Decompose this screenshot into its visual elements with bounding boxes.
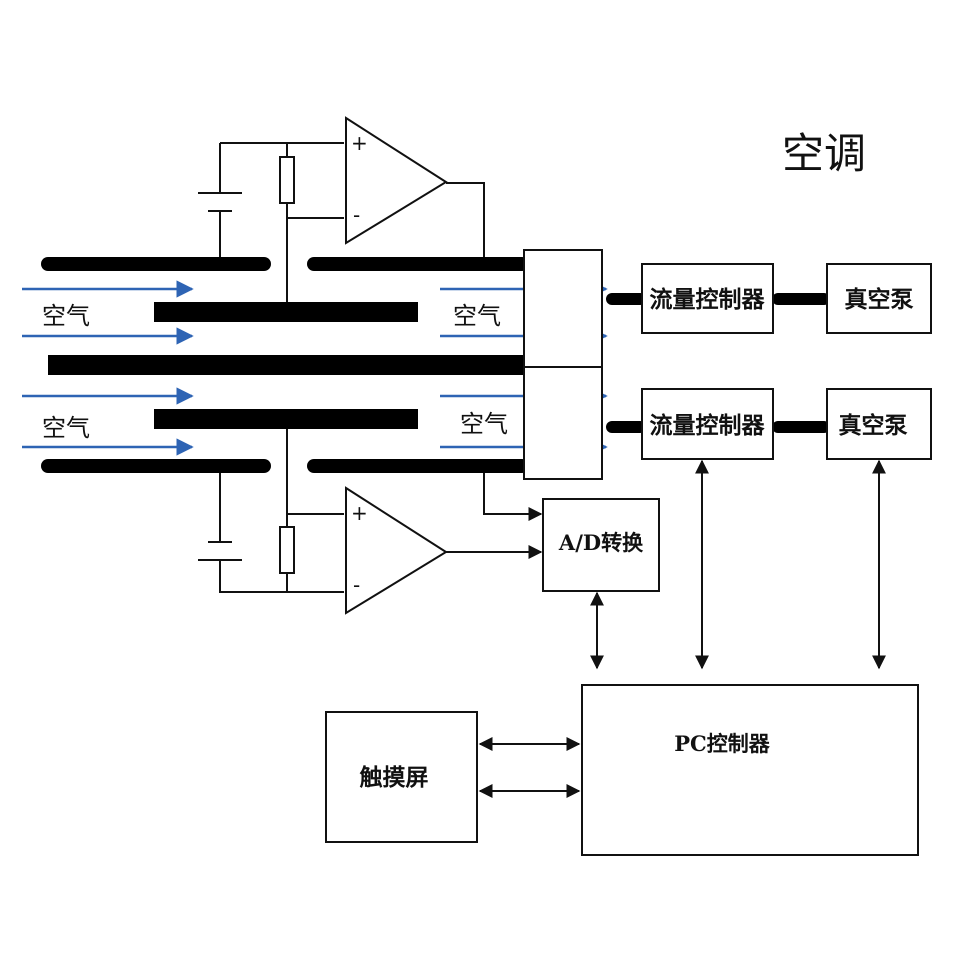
touch-screen: 触摸屏 (325, 711, 478, 843)
lower-amplifier-circuit: + - (198, 428, 543, 615)
lower-opamp-minus: - (353, 573, 360, 597)
upper-opamp-plus: + (351, 131, 368, 155)
upper-opamp (345, 116, 448, 245)
touch-screen-label: 触摸屏 (360, 764, 429, 791)
air-label-lower-right: 空气 (460, 410, 508, 438)
ad-converter: A/D转换 (542, 498, 660, 592)
pc-controller-label: PC控制器 (674, 731, 771, 756)
ion-chamber (41, 257, 529, 473)
lower-opamp-plus: + (351, 501, 368, 525)
lower-collector-plate (154, 409, 418, 429)
vacuum-pump-upper: 真空泵 (826, 263, 932, 334)
air-label-upper-left: 空气 (42, 302, 90, 330)
flow-controller-lower: 流量控制器 (641, 388, 774, 460)
title-label: 空调 (782, 129, 866, 178)
air-label-upper-right: 空气 (453, 302, 501, 330)
upper-resistor (279, 156, 295, 204)
lower-opamp (345, 486, 448, 615)
flow-controller-upper-label: 流量控制器 (650, 286, 766, 313)
air-label-lower-left: 空气 (42, 414, 90, 442)
vacuum-pump-lower: 真空泵 (826, 388, 932, 460)
lower-resistor (279, 526, 295, 574)
control-bus-arrows (478, 459, 886, 798)
upper-opamp-minus: - (353, 203, 360, 227)
ad-converter-label: A/D转换 (558, 530, 644, 555)
center-electrode (48, 355, 524, 375)
outlet-manifold-upper (523, 249, 603, 368)
flow-controller-lower-label: 流量控制器 (650, 412, 766, 439)
upper-amplifier-circuit: + - (198, 116, 485, 303)
pc-controller: PC控制器 (581, 684, 919, 856)
vacuum-pump-upper-label: 真空泵 (845, 286, 914, 313)
upper-collector-plate (154, 302, 418, 322)
vacuum-pump-lower-label: 真空泵 (839, 412, 908, 439)
outlet-manifold-lower (523, 366, 603, 480)
flow-controller-upper: 流量控制器 (641, 263, 774, 334)
